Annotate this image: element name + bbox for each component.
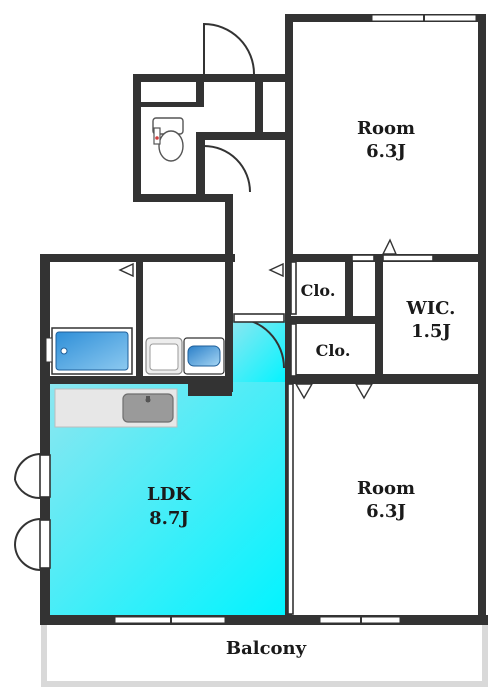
kitchen-sink-icon	[122, 393, 174, 423]
toilet-icon	[152, 117, 184, 162]
room-north-label: Room	[357, 118, 415, 139]
bathtub-icon	[45, 327, 133, 375]
washbasin-icon	[145, 337, 225, 375]
wic-size: 1.5J	[411, 321, 451, 342]
balcony-label: Balcony	[226, 638, 307, 659]
closet-upper-label: Clo.	[301, 281, 336, 300]
walls	[40, 14, 488, 625]
wic-label: WIC.	[406, 298, 456, 319]
room-south-label: Room	[357, 478, 415, 499]
ldk-label: LDK	[147, 484, 192, 505]
kitchen-counter	[54, 388, 178, 428]
ldk-floor-upper	[230, 320, 288, 382]
closet-lower-label: Clo.	[316, 341, 351, 360]
ldk-size: 8.7J	[149, 508, 189, 529]
room-north-size: 6.3J	[366, 141, 406, 162]
room-south-size: 6.3J	[366, 501, 406, 522]
